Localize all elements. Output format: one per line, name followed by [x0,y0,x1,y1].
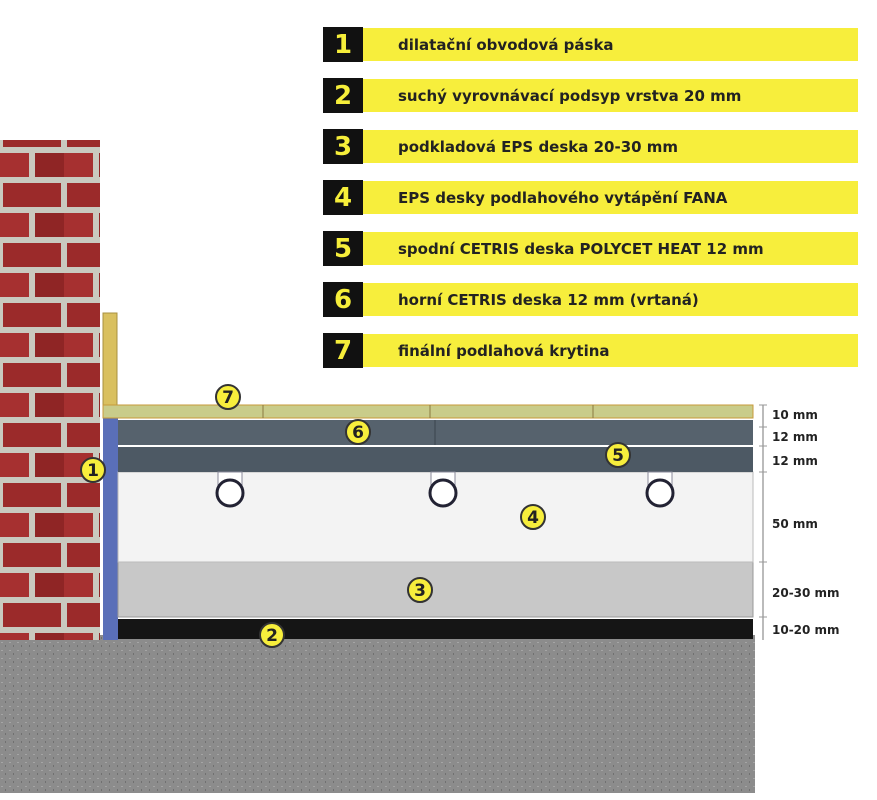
svg-text:4: 4 [527,508,539,528]
dimension-label: 50 mm [772,517,818,531]
legend-number: 3 [323,129,363,164]
legend-label: suchý vyrovnávací podsyp vrstva 20 mm [363,79,858,112]
marker-3: 3 [407,577,433,603]
svg-text:3: 3 [414,581,426,601]
svg-text:6: 6 [352,423,364,443]
svg-text:5: 5 [612,446,624,466]
layer-5-cetris-lower [118,447,753,472]
svg-text:2: 2 [266,626,278,646]
legend-number: 1 [323,27,363,62]
legend-label: horní CETRIS deska 12 mm (vrtaná) [363,283,858,316]
legend-label: EPS desky podlahového vytápění FANA [363,181,858,214]
dimension-label: 10-20 mm [772,623,840,637]
marker-1: 1 [80,457,106,483]
heating-pipe [645,471,675,508]
legend-number: 7 [323,333,363,368]
legend-label: spodní CETRIS deska POLYCET HEAT 12 mm [363,232,858,265]
dimension-label: 10 mm [772,408,818,422]
legend-number: 5 [323,231,363,266]
layer-7-floor-covering [102,404,754,419]
dimension-scale: 10 mm 12 mm 12 mm 50 mm 20-30 mm 10-20 m… [759,404,840,640]
legend-number: 2 [323,78,363,113]
heating-pipe [215,471,245,508]
legend-label: podkladová EPS deska 20-30 mm [363,130,858,163]
marker-2: 2 [259,622,285,648]
marker-7: 7 [215,384,241,410]
marker-5: 5 [605,442,631,468]
dimension-label: 12 mm [772,430,818,444]
heating-pipe [428,471,458,508]
legend-number: 6 [323,282,363,317]
dimension-label: 12 mm [772,454,818,468]
edge-strip-top [102,312,118,409]
dimension-label: 20-30 mm [772,586,840,600]
concrete-base [0,635,755,793]
layer-3-eps-base [117,561,754,618]
perimeter-tape [103,418,118,640]
legend-number: 4 [323,180,363,215]
svg-text:7: 7 [222,388,234,408]
brick-wall [0,140,100,640]
marker-6: 6 [345,419,371,445]
legend-label: dilatační obvodová páska [363,28,858,61]
marker-4: 4 [520,504,546,530]
layer-2-leveling-fill [118,619,753,639]
legend-label: finální podlahová krytina [363,334,858,367]
svg-text:1: 1 [87,461,99,481]
